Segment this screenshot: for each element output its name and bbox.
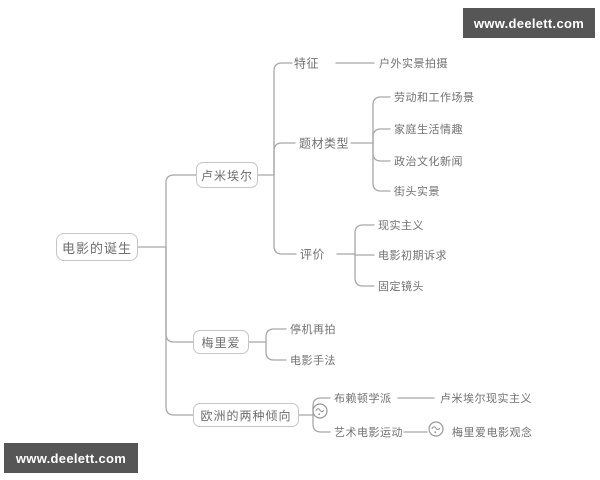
- topic-evaluation[interactable]: 评价: [300, 247, 326, 262]
- topic-brighton-school[interactable]: 布赖顿学派: [334, 393, 392, 405]
- sticker-icon[interactable]: [312, 403, 328, 419]
- topic-fixed-camera[interactable]: 固定镜头: [378, 281, 424, 293]
- connector-lumiere-evaluation: [273, 174, 297, 255]
- connector-root-europe: [165, 246, 194, 416]
- topic-family-life[interactable]: 家庭生活情趣: [394, 124, 463, 136]
- topic-lumiere[interactable]: 卢米埃尔: [196, 162, 258, 188]
- topic-street-scenes[interactable]: 街头实景: [394, 186, 440, 198]
- topic-stop-motion-reshoot[interactable]: 停机再拍: [290, 324, 336, 336]
- topic-art-film-movement[interactable]: 艺术电影运动: [334, 427, 403, 439]
- topic-lumiere-realism[interactable]: 卢米埃尔现实主义: [440, 393, 532, 405]
- sticker-icon[interactable]: [428, 421, 444, 437]
- connector-melies-2: [265, 341, 287, 361]
- topic-feature[interactable]: 特征: [294, 56, 320, 71]
- watermark-bottom-left: www.deelett.com: [4, 443, 138, 473]
- topic-outdoor-location-shooting[interactable]: 户外实景拍摄: [379, 58, 448, 70]
- topic-realism[interactable]: 现实主义: [378, 220, 424, 232]
- connector-europe-1: [312, 397, 331, 416]
- connector-root-lumiere: [165, 174, 197, 248]
- topic-film-techniques[interactable]: 电影手法: [290, 355, 336, 367]
- topic-melies-film-concept[interactable]: 梅里爱电影观念: [452, 427, 533, 439]
- connector-subjects-2: [372, 128, 391, 144]
- connector-melies-1: [265, 328, 287, 343]
- topic-root[interactable]: 电影的诞生: [56, 233, 138, 261]
- watermark-top-right: www.deelett.com: [463, 8, 595, 38]
- connector-root-melies: [165, 246, 194, 343]
- connector-lumiere-feature: [273, 62, 293, 176]
- connector-evaluation-1: [354, 224, 375, 255]
- connector-evaluation-3: [354, 253, 375, 287]
- connector-subjects-4: [372, 142, 391, 192]
- connector-subjects-3: [372, 142, 391, 162]
- topic-melies[interactable]: 梅里爱: [193, 330, 249, 354]
- connector-lumiere-subjects: [273, 142, 296, 176]
- connector-europe-2: [312, 414, 331, 433]
- topic-labor-work-scenes[interactable]: 劳动和工作场景: [394, 92, 475, 104]
- topic-subject-types[interactable]: 题材类型: [299, 136, 350, 151]
- topic-political-cultural-news[interactable]: 政治文化新闻: [394, 156, 463, 168]
- topic-early-film-appeal[interactable]: 电影初期诉求: [378, 250, 447, 262]
- topic-europe[interactable]: 欧洲的两种倾向: [193, 403, 299, 427]
- connector-subjects-1: [372, 96, 391, 144]
